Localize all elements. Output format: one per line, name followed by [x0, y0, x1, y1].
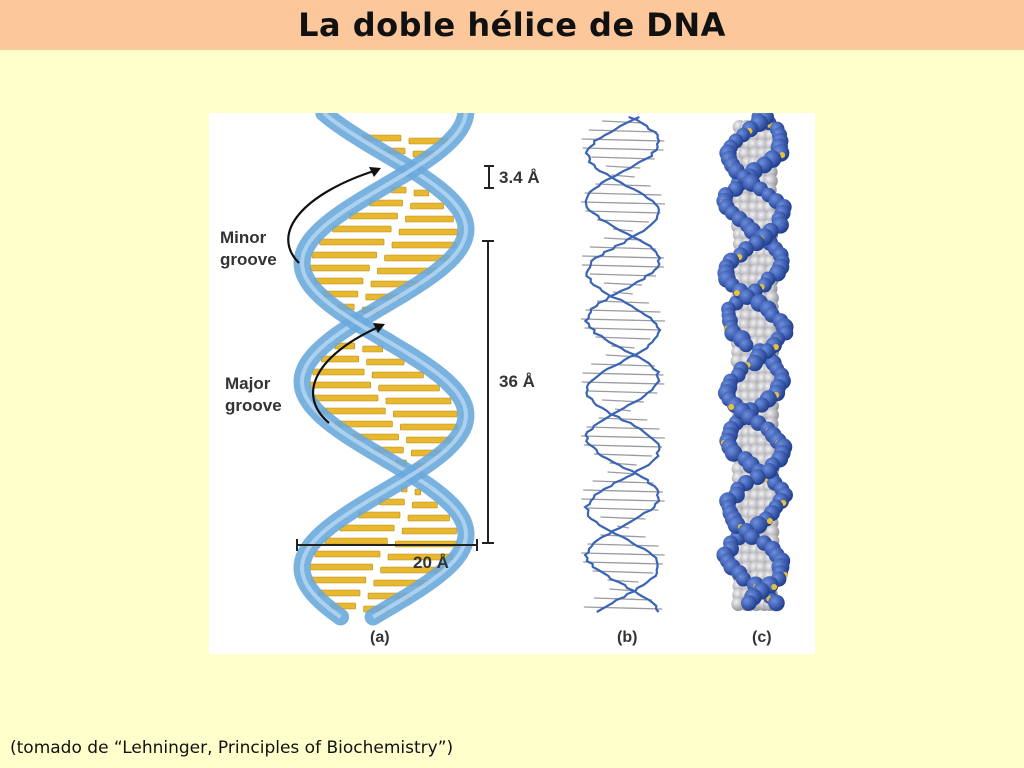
source-caption: (tomado de “Lehninger, Principles of Bio… [10, 738, 453, 758]
base-pair-rung [408, 515, 450, 521]
stick-base [582, 265, 664, 267]
base-pair-rung [363, 346, 383, 352]
base-pair-rung [349, 213, 397, 219]
minor-groove-label: Minor groove [220, 227, 277, 271]
atom-yellow [734, 290, 740, 296]
base-pair-rung [314, 278, 363, 284]
atom-blue [739, 338, 754, 353]
base-pair-rung [310, 564, 372, 570]
base-pair-rung [400, 424, 457, 430]
base-pair-rung [411, 203, 444, 209]
atom-yellow [771, 584, 777, 590]
base-pair-rung [386, 398, 451, 404]
base-pair-rung [311, 577, 365, 583]
stick-base [588, 508, 659, 510]
base-pair-rung [310, 382, 371, 388]
stick-base [591, 364, 655, 366]
stick-base [590, 247, 656, 249]
base-pair-rung [379, 385, 440, 391]
atom-yellow [728, 404, 734, 410]
panel-c-label: (c) [752, 627, 772, 649]
spacefill-model-c [716, 113, 793, 611]
stick-base [583, 490, 663, 492]
base-pair-rung [340, 525, 394, 531]
diameter-label: 20 Å [413, 552, 449, 574]
stick-base [593, 481, 654, 483]
rise-label: 3.4 Å [499, 167, 540, 189]
title-bar: La doble hélice de DNA [0, 0, 1024, 50]
stick-base [583, 148, 664, 150]
dna-figure: Minor groove Major groove 3.4 Å 36 Å 20 … [209, 113, 815, 654]
stick-model-b [581, 117, 665, 612]
pitch-label: 36 Å [499, 371, 535, 393]
stick-base [584, 445, 662, 447]
base-pair-rung [367, 359, 404, 365]
base-pair-rung [325, 538, 387, 544]
base-pair-rung [315, 551, 380, 557]
base-pair-rung [313, 395, 378, 401]
stick-base [583, 562, 663, 564]
base-pair-rung [402, 528, 456, 534]
base-pair-rung [320, 239, 384, 245]
stick-base [585, 193, 662, 195]
stick-base [586, 310, 661, 312]
stick-base [606, 166, 641, 168]
atom-yellow [767, 518, 773, 524]
panel-a-label: (a) [370, 627, 390, 649]
stick-base [582, 382, 665, 384]
atom-blue [768, 595, 785, 612]
base-pair-rung [405, 216, 453, 222]
stick-base [585, 328, 662, 330]
base-pair-rung [372, 372, 423, 378]
base-pair-rung [322, 408, 386, 414]
atom-blue [741, 595, 757, 611]
base-pair-rung [332, 226, 391, 232]
stick-base [586, 427, 659, 429]
stick-base [586, 211, 661, 213]
stick-base [584, 607, 662, 609]
stick-base [588, 544, 659, 546]
base-pair-rung [392, 242, 456, 248]
stick-base [583, 373, 664, 375]
base-pair-rung [393, 411, 457, 417]
major-groove-label: Major groove [225, 373, 282, 417]
base-pair-rung [312, 252, 377, 258]
base-pair-rung [412, 502, 437, 508]
stick-base [589, 130, 658, 132]
panel-b-label: (b) [617, 627, 637, 649]
base-pair-rung [414, 190, 429, 196]
base-pair-rung [399, 229, 458, 235]
base-pair-rung [310, 265, 369, 271]
stick-base [611, 346, 634, 348]
slide-title: La doble hélice de DNA [298, 6, 726, 44]
